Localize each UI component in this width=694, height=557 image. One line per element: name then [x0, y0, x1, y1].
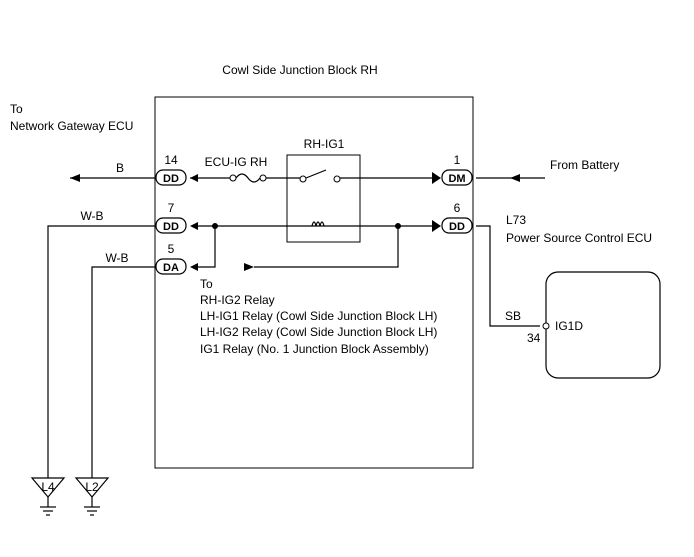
- relay-box: [286, 154, 361, 243]
- ground-l4-label: L4: [41, 480, 55, 494]
- wire-wb-7: [47, 225, 155, 478]
- relay-contact-left: [299, 175, 307, 183]
- connector-14-code: DD: [163, 173, 179, 185]
- fuse-terminal-left: [229, 174, 237, 182]
- wire-b-label: B: [116, 161, 124, 175]
- destination-line-2: LH-IG2 Relay (Cowl Side Junction Block L…: [200, 325, 437, 339]
- connector-6-pin: 6: [454, 201, 461, 215]
- relay-switch-blade: [305, 169, 327, 179]
- wire-splice-to-5: [198, 226, 216, 268]
- ground-l4-icon: [30, 477, 66, 498]
- connector-5-pin: 5: [168, 242, 175, 256]
- network-to-label: To: [10, 102, 23, 116]
- connector-14: [155, 169, 187, 186]
- junction-block-outline: [154, 96, 474, 469]
- connector-1-code: DM: [448, 173, 465, 185]
- connector-14-pin: 14: [164, 153, 178, 167]
- wire-to-other-relays: [244, 226, 399, 271]
- relay-contact-right: [333, 175, 341, 183]
- ecu-name: Power Source Control ECU: [506, 231, 652, 245]
- relay-coil-icon: [311, 221, 325, 227]
- network-gateway-label: Network Gateway ECU: [10, 119, 133, 133]
- wire-wb-7-label: W-B: [80, 209, 103, 223]
- connector-5-code: DA: [163, 262, 179, 274]
- connector-5: [155, 258, 187, 275]
- ecu-code: L73: [506, 213, 526, 227]
- connector-6: [441, 217, 473, 234]
- connector-7-code: DD: [163, 221, 179, 233]
- destination-line-1: LH-IG1 Relay (Cowl Side Junction Block L…: [200, 309, 437, 323]
- connector-5-arrow: [190, 263, 198, 271]
- from-battery-label: From Battery: [550, 158, 619, 172]
- connector-7: [155, 217, 187, 234]
- connector-14-arrow: [190, 174, 198, 182]
- wire-wb-5: [91, 266, 155, 478]
- ecu-terminal: [542, 322, 550, 330]
- fuse-terminal-right: [259, 174, 267, 182]
- battery-arrow: [510, 174, 520, 182]
- block-title: Cowl Side Junction Block RH: [222, 63, 377, 77]
- fuse-icon: [235, 173, 261, 183]
- ecu-terminal-name: IG1D: [555, 319, 583, 333]
- connector-1-arrow: [432, 172, 441, 184]
- ground-l2-icon: [74, 477, 110, 498]
- wire-sb: [476, 225, 540, 327]
- wire-sb-label: SB: [505, 309, 521, 323]
- destinations-to: To: [200, 277, 213, 291]
- relay-name: RH-IG1: [304, 137, 345, 151]
- connector-6-code: DD: [449, 221, 465, 233]
- ecu-pin: 34: [527, 331, 541, 345]
- destination-line-0: RH-IG2 Relay: [200, 293, 275, 307]
- connector-1-pin: 1: [454, 153, 461, 167]
- fuse-name: ECU-IG RH: [205, 155, 268, 169]
- destination-line-3: IG1 Relay (No. 1 Junction Block Assembly…: [200, 342, 429, 356]
- ground-l2-label: L2: [85, 480, 99, 494]
- connector-6-arrow: [432, 220, 441, 232]
- connector-7-pin: 7: [168, 201, 175, 215]
- connector-1: [441, 169, 473, 186]
- connector-7-arrow: [190, 222, 198, 230]
- wire-wb-5-label: W-B: [105, 251, 128, 265]
